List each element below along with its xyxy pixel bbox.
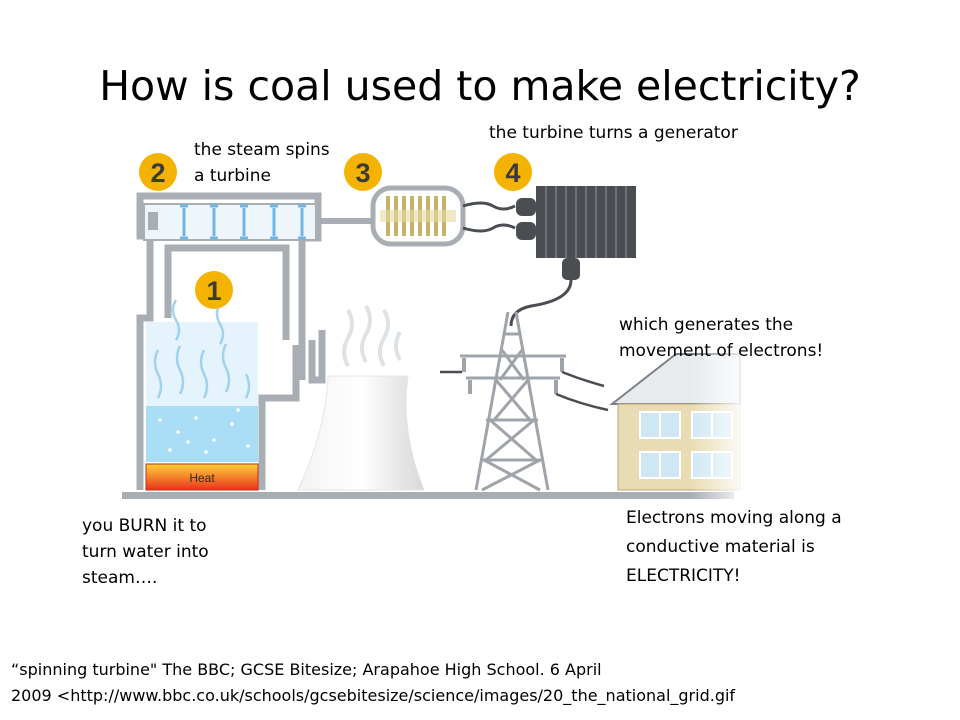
page-title: How is coal used to make electricity?: [99, 62, 861, 110]
step-number-1: 1: [206, 276, 221, 306]
cooling-tower: [297, 375, 425, 491]
step-2-label: the steam spins a turbine: [194, 140, 330, 186]
generator-fins: [545, 186, 627, 258]
power-cable: [509, 279, 573, 327]
step-circle-4: 4: [494, 153, 532, 191]
step-number-4: 4: [505, 158, 520, 188]
step-1-label: you BURN it to turn water into steam….: [82, 516, 209, 588]
movement-label: which generates the movement of electron…: [619, 315, 824, 361]
turbine-housing: [143, 203, 317, 241]
generator-coils: [516, 198, 536, 240]
turbine-blades: [180, 204, 306, 240]
pylon-insulators: [462, 358, 564, 394]
power-lines: [440, 370, 609, 412]
boiler-water: [146, 406, 258, 462]
step-4-label: the turbine turns a generator: [489, 123, 738, 143]
heat-box: [145, 463, 259, 491]
water-bubbles: [158, 408, 250, 454]
turbine-end-cap: [148, 212, 158, 230]
generator-base-coil: [562, 258, 580, 280]
generator-cables: [462, 201, 516, 233]
step-circle-3: 3: [344, 153, 382, 191]
citation: “spinning turbine" The BBC; GCSE Bitesiz…: [11, 660, 736, 705]
steam-wisps: [153, 299, 251, 399]
step-circle-1: 1: [195, 271, 233, 309]
ground-line: [122, 492, 734, 499]
tower-steam: [342, 305, 402, 367]
step-number-3: 3: [355, 158, 370, 188]
step-circle-2: 2: [139, 153, 177, 191]
step-number-2: 2: [150, 158, 165, 188]
heat-label: Heat: [189, 471, 215, 485]
electricity-label: Electrons moving along a conductive mate…: [626, 508, 842, 586]
house: [609, 340, 750, 500]
electricity-pylon: [460, 311, 566, 492]
